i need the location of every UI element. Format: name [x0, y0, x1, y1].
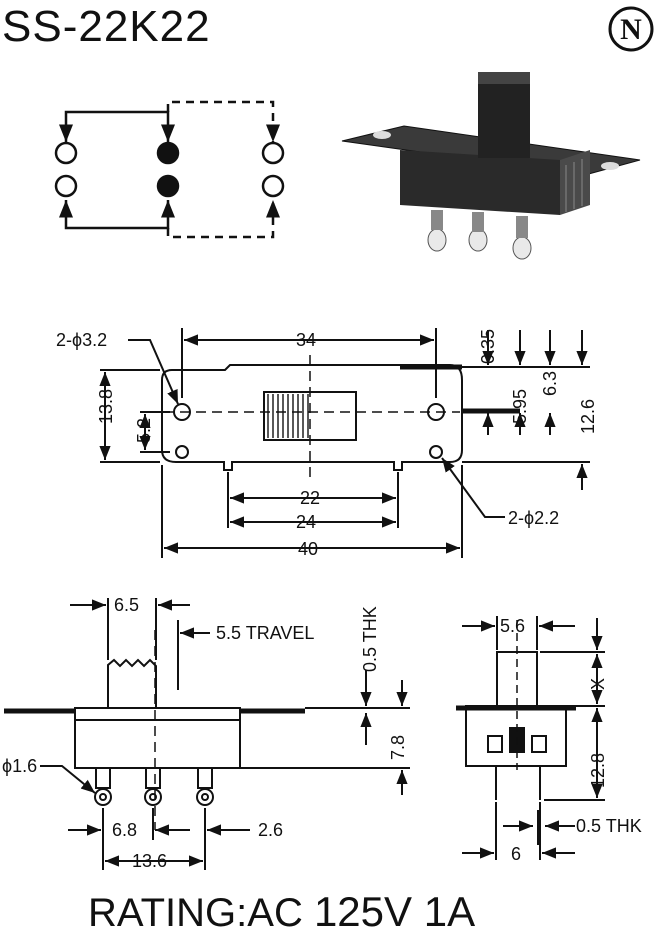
- contact-open: [261, 174, 285, 198]
- svg-text:2.6: 2.6: [258, 820, 283, 840]
- top-view-drawing: [99, 328, 590, 558]
- svg-text:13.8: 13.8: [96, 389, 116, 424]
- svg-text:ϕ1.6: ϕ1.6: [2, 756, 37, 776]
- part-number-title: SS-22K22: [2, 2, 211, 51]
- svg-text:X: X: [588, 678, 608, 690]
- top-view-labels: 2-ϕ3.2 34 13.8 5.2 0.35 5.95 6.3 12.6 2-…: [56, 329, 598, 559]
- svg-text:24: 24: [296, 512, 316, 532]
- contact-common: [156, 141, 180, 165]
- end-view-drawing: [456, 616, 605, 860]
- svg-text:40: 40: [298, 539, 318, 559]
- svg-text:5.95: 5.95: [510, 389, 530, 424]
- svg-text:N: N: [620, 13, 642, 46]
- svg-text:5.6: 5.6: [500, 616, 525, 636]
- svg-text:12.8: 12.8: [588, 753, 608, 788]
- contact-open: [54, 174, 78, 198]
- end-view-labels: 5.6 X 12.8 0.5 THK 6: [500, 616, 642, 864]
- svg-text:2-ϕ2.2: 2-ϕ2.2: [508, 508, 559, 528]
- svg-text:5.2: 5.2: [134, 418, 154, 443]
- svg-text:5.5 TRAVEL: 5.5 TRAVEL: [216, 623, 314, 643]
- contact-open: [54, 141, 78, 165]
- svg-text:0.5 THK: 0.5 THK: [576, 816, 642, 836]
- side-view-labels: 6.5 5.5 TRAVEL 0.5 THK 7.8 ϕ1.6 6.8 2.6 …: [2, 595, 408, 871]
- svg-text:7.8: 7.8: [388, 735, 408, 760]
- switch-illustration: [341, 72, 641, 260]
- brand-n-logo: N: [608, 6, 654, 52]
- svg-text:6: 6: [511, 844, 521, 864]
- contact-common: [156, 174, 180, 198]
- svg-text:34: 34: [296, 330, 316, 350]
- svg-text:6.3: 6.3: [540, 371, 560, 396]
- svg-text:6.5: 6.5: [114, 595, 139, 615]
- svg-text:12.6: 12.6: [578, 399, 598, 434]
- svg-text:6.8: 6.8: [112, 820, 137, 840]
- svg-text:2-ϕ3.2: 2-ϕ3.2: [56, 330, 107, 350]
- svg-text:0.5 THK: 0.5 THK: [360, 606, 380, 672]
- circuit-schematic: [54, 100, 285, 239]
- rating-label: RATING:AC 125V 1A: [88, 888, 475, 936]
- svg-text:22: 22: [300, 488, 320, 508]
- svg-text:0.35: 0.35: [478, 329, 498, 364]
- side-view-drawing: [4, 598, 410, 870]
- contact-open: [261, 141, 285, 165]
- rating-value: 125V 1A: [313, 888, 476, 935]
- svg-text:13.6: 13.6: [132, 851, 167, 871]
- rating-prefix: RATING:AC: [88, 891, 303, 935]
